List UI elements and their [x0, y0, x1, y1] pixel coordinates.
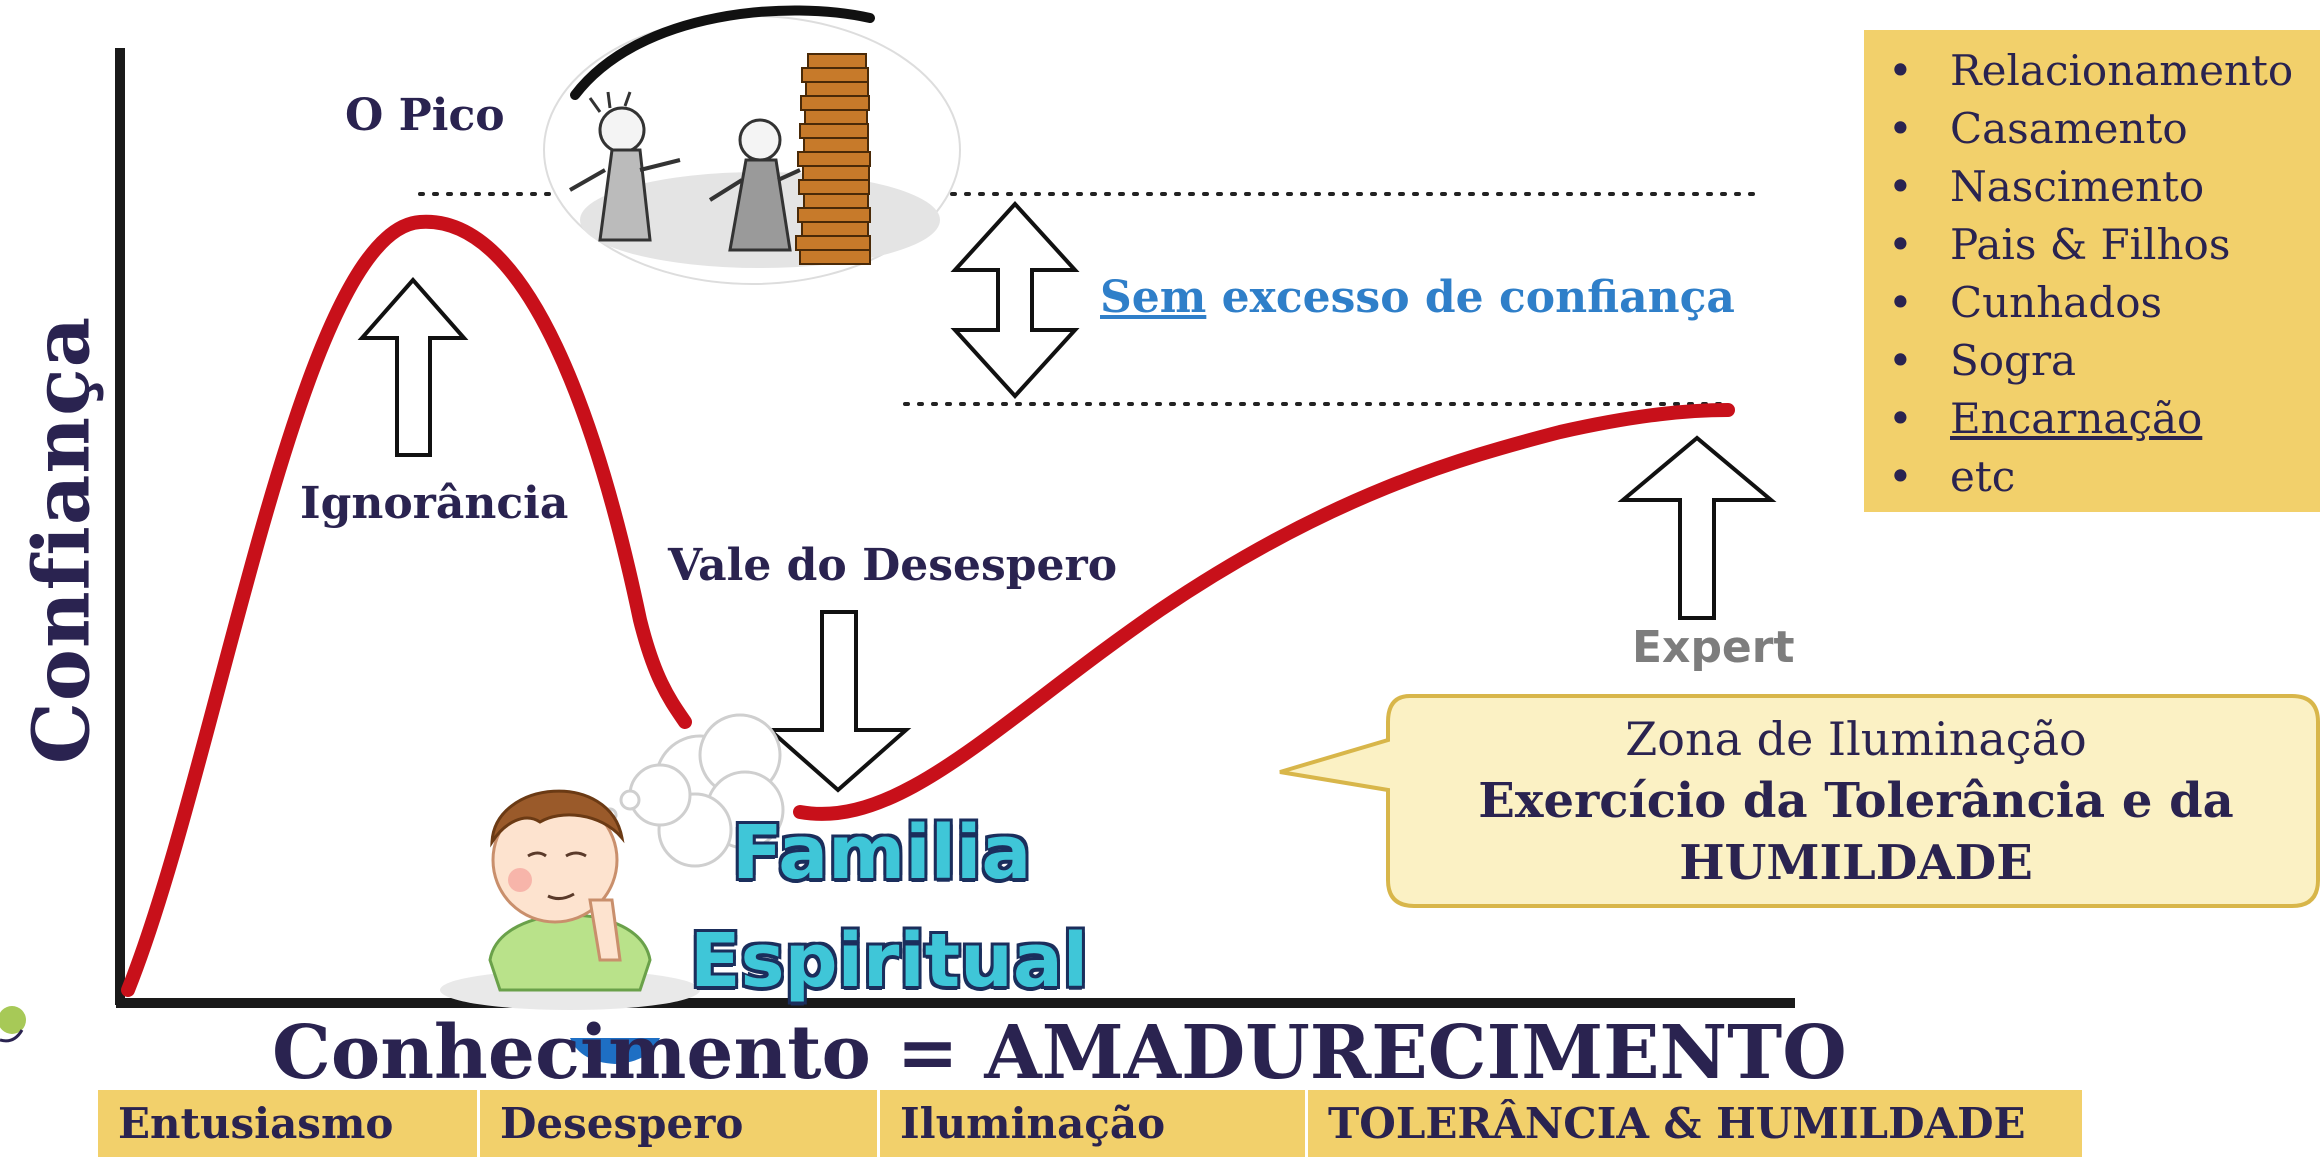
topic-text: Encarnação: [1950, 394, 2203, 443]
callout-body-line2: HUMILDADE: [1679, 835, 2033, 891]
life-topics-list: • Relacionamento • Casamento • Nascimento •…: [1888, 42, 2306, 506]
no-overconfidence-label: Sem excesso de confiança: [1100, 272, 1735, 323]
topic-text: Nascimento: [1950, 162, 2205, 211]
topic-item: • Nascimento: [1888, 158, 2306, 216]
topic-text: Cunhados: [1950, 278, 2163, 327]
topic-item: • Cunhados: [1888, 274, 2306, 332]
topic-text: Casamento: [1950, 104, 2188, 153]
x-axis-label: Conhecimento = AMADURECIMENTO: [272, 1010, 1847, 1096]
ignorance-label: Ignorância: [300, 478, 569, 529]
family-label-line1: Familia: [732, 810, 1032, 896]
confidence-curve-recovery: [793, 403, 1735, 821]
topic-text: etc: [1950, 452, 2016, 501]
confidence-curve-rise: [121, 214, 692, 997]
bullet: •: [1888, 452, 1913, 501]
cartoon-thinking-child: [440, 789, 700, 1010]
double-vertical-arrow-icon: [950, 201, 1080, 399]
y-axis-label: Confiança: [16, 315, 108, 765]
stage-illumination: Iluminação: [880, 1090, 1308, 1157]
topic-text: Pais & Filhos: [1950, 220, 2231, 269]
topic-item: • Sogra: [1888, 332, 2306, 390]
expert-label: Expert: [1632, 622, 1795, 673]
logo-fragment: [0, 1006, 26, 1043]
stage-despair: Desespero: [480, 1090, 880, 1157]
no-overconfidence-rest: excesso de confiança: [1206, 272, 1735, 323]
ignorance-up-arrow-icon: [357, 276, 469, 457]
family-label-line2: Espiritual: [690, 918, 1089, 1004]
bullet: •: [1888, 46, 1913, 95]
thought-bubble-icon: [602, 713, 785, 868]
expert-up-arrow-icon: [1617, 435, 1777, 620]
blue-accent-shape: [570, 1038, 660, 1064]
bullet: •: [1888, 336, 1913, 385]
stage-tolerance-humility: TOLERÂNCIA & HUMILDADE: [1328, 1099, 2026, 1148]
bullet: •: [1888, 220, 1913, 269]
illumination-callout-text: Zona de Iluminação Exercício da Tolerânc…: [1390, 708, 2322, 894]
callout-body-line1: Exercício da Tolerância e da: [1478, 773, 2234, 829]
topic-text: Relacionamento: [1950, 46, 2294, 95]
stages-bar: Entusiasmo Desespero Iluminação TOLERÂNC…: [98, 1090, 2082, 1157]
peak-label: O Pico: [345, 90, 505, 141]
callout-title: Zona de Iluminação: [1625, 712, 2087, 766]
cartoon-arguing-people-with-books: [543, 5, 961, 285]
life-topics-box: • Relacionamento • Casamento • Nascimento •…: [1864, 30, 2320, 512]
topic-item: • Relacionamento: [1888, 42, 2306, 100]
topic-item: • etc: [1888, 448, 2306, 506]
bullet: •: [1888, 278, 1913, 327]
valley-down-arrow-icon: [764, 610, 912, 793]
valley-label: Vale do Desespero: [668, 540, 1118, 591]
stage-enthusiasm: Entusiasmo: [98, 1090, 480, 1157]
topic-text: Sogra: [1950, 336, 2077, 385]
illumination-callout-bubble: [1279, 694, 2320, 908]
topic-item: • Pais & Filhos: [1888, 216, 2306, 274]
bullet: •: [1888, 394, 1913, 443]
bullet: •: [1888, 162, 1913, 211]
topic-item: • Encarnação: [1888, 390, 2306, 448]
topic-item: • Casamento: [1888, 100, 2306, 158]
bullet: •: [1888, 104, 1913, 153]
no-overconfidence-underlined: Sem: [1100, 272, 1207, 323]
